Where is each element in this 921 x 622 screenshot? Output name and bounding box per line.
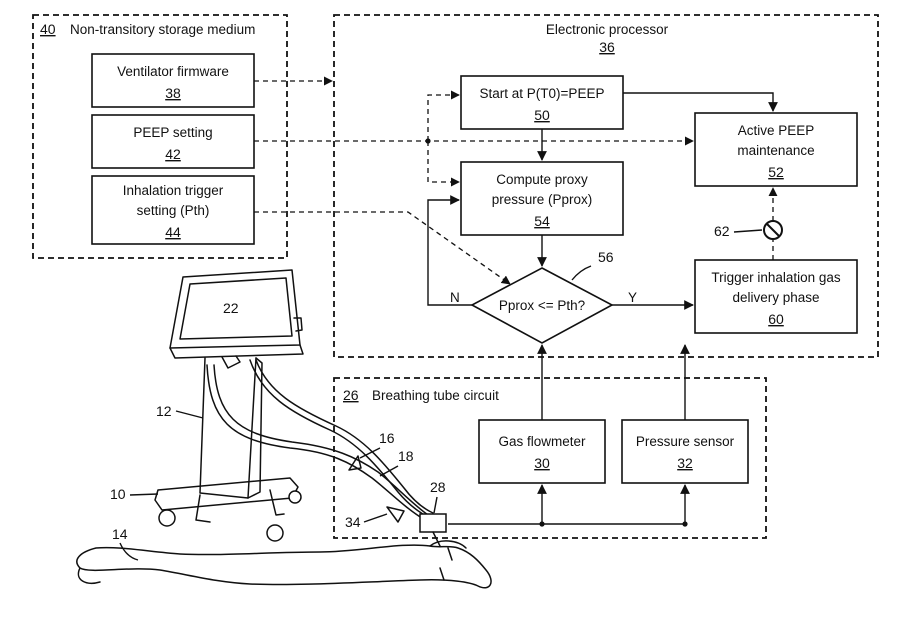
caster-wheel-1 [158, 509, 176, 527]
pressure-sensor-box [621, 419, 749, 484]
hose-1 [206, 364, 426, 521]
tube-junction-34 [386, 506, 405, 523]
connector-leader [433, 496, 438, 514]
monitor-screen [179, 277, 293, 340]
electronic-processor-container [333, 14, 879, 358]
ventilator-illustration [154, 269, 447, 542]
bus-dot-flow [539, 521, 545, 527]
connector-28 [419, 513, 447, 533]
compute-proxy-label-2: pressure (Pprox) [492, 192, 593, 207]
tube-ref-18: 18 [398, 448, 414, 464]
inhibit-ref: 62 [714, 223, 730, 239]
start-block-ref: 50 [534, 107, 550, 123]
tube-16-leader [359, 447, 381, 459]
compute-proxy-ref: 54 [534, 213, 550, 229]
peep-to-start-arrow [427, 90, 460, 141]
decision-leader [571, 265, 592, 281]
compute-proxy-block [460, 161, 624, 236]
start-to-active-arrow [623, 92, 778, 112]
inhalation-trigger-label-2: setting (Pth) [137, 203, 210, 218]
patient-leader [119, 542, 139, 561]
no-loop-arrow [427, 195, 472, 306]
start-block-label: Start at P(T0)=PEEP [480, 86, 605, 101]
peep-to-compute-arrow [427, 141, 460, 187]
monitor-knob [293, 317, 303, 332]
breathing-circuit-ref: 26 [343, 387, 359, 403]
junction-ref: 34 [345, 514, 361, 530]
decision-ref: 56 [598, 249, 614, 265]
stand-bracket [221, 355, 241, 369]
decision-no-label: N [450, 290, 460, 305]
pressure-sensor-ref: 32 [677, 455, 693, 471]
inhibit-icon-slash [766, 223, 780, 237]
active-peep-label-2: maintenance [737, 143, 814, 158]
breathing-circuit-container [333, 377, 767, 539]
start-block [460, 75, 624, 130]
caster-wheel-2 [266, 524, 284, 542]
trigger-inhalation-block [694, 259, 858, 334]
connector-ref: 28 [430, 479, 446, 495]
base-leader [129, 493, 159, 496]
active-peep-label-1: Active PEEP [738, 123, 815, 138]
stand-leader [175, 410, 204, 419]
monitor-ref: 22 [223, 300, 239, 316]
active-peep-ref: 52 [768, 164, 784, 180]
patient-illustration [76, 531, 492, 589]
trigger-inhalation-label-2: delivery phase [732, 290, 819, 305]
patient-feet [77, 567, 101, 584]
gas-flowmeter-box [478, 419, 606, 484]
inhalation-trigger-setting-box [91, 175, 255, 245]
patient-tube-link [432, 531, 441, 547]
tube-18-leader [379, 465, 399, 477]
gas-flowmeter-ref: 30 [534, 455, 550, 471]
monitor-bezel [169, 344, 304, 359]
decision-yes-label: Y [628, 290, 637, 305]
caster-wheel-3 [288, 490, 302, 504]
peep-setting-ref: 42 [165, 146, 181, 162]
peep-setting-label: PEEP setting [133, 125, 212, 140]
tube-marker-16 [348, 455, 362, 471]
patient-ref: 14 [112, 526, 128, 542]
base-frame [154, 477, 299, 511]
stand-side [247, 357, 263, 499]
stand-column [199, 357, 257, 499]
decision-diamond [470, 267, 614, 344]
storage-medium-container [32, 14, 288, 259]
storage-medium-title: Non-transitory storage medium [70, 22, 255, 37]
base-legs [195, 489, 285, 523]
patient-body [76, 544, 492, 589]
patient-mask-strap [439, 547, 453, 581]
trigger-inhalation-ref: 60 [768, 311, 784, 327]
inhalation-trigger-ref: 44 [165, 224, 181, 240]
inhalation-trigger-label-1: Inhalation trigger [123, 183, 224, 198]
ventilator-firmware-ref: 38 [165, 85, 181, 101]
base-ref: 10 [110, 486, 126, 502]
ventilator-firmware-label: Ventilator firmware [117, 64, 229, 79]
decision-label: Pprox <= Pth? [499, 298, 585, 313]
trigger-inhalation-label-1: Trigger inhalation gas [711, 270, 841, 285]
hose-2b [255, 359, 434, 514]
inhibit-leader [733, 229, 763, 233]
processor-ref: 36 [599, 39, 615, 55]
bus-dot-pressure [682, 521, 688, 527]
tube-ref-16: 16 [379, 430, 395, 446]
pressure-sensor-label: Pressure sensor [636, 434, 735, 449]
hose-2 [249, 359, 431, 519]
compute-proxy-label-1: Compute proxy [496, 172, 588, 187]
processor-title: Electronic processor [546, 22, 669, 37]
peep-setting-box [91, 114, 255, 169]
hose-1b [213, 364, 429, 516]
active-peep-block [694, 112, 858, 187]
patient-head [429, 540, 467, 549]
stand-ref: 12 [156, 403, 172, 419]
storage-medium-ref: 40 [40, 21, 56, 37]
breathing-circuit-title: Breathing tube circuit [372, 388, 499, 403]
trigger-setting-arrow [254, 211, 511, 285]
junction-leader [363, 513, 388, 523]
gas-flowmeter-label: Gas flowmeter [498, 434, 586, 449]
